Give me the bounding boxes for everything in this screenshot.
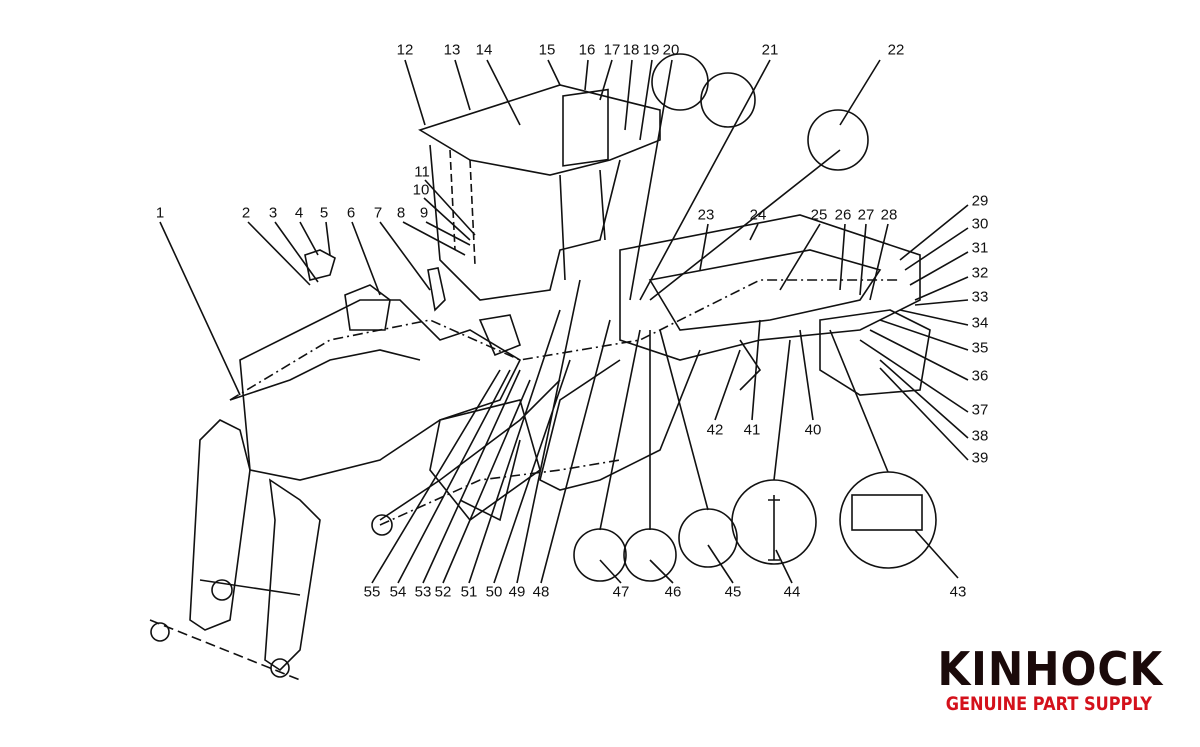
callout-label-20: 20 (662, 41, 680, 59)
callout-label-29: 29 (971, 192, 989, 210)
callout-label-14: 14 (475, 41, 493, 59)
callout-label-24: 24 (749, 206, 767, 224)
callout-label-28: 28 (880, 206, 898, 224)
callout-label-30: 30 (971, 215, 989, 233)
callout-label-45: 45 (724, 583, 742, 601)
callout-label-32: 32 (971, 264, 989, 282)
callout-label-44: 44 (783, 583, 801, 601)
callout-label-6: 6 (346, 204, 356, 222)
callout-label-52: 52 (434, 583, 452, 601)
callout-label-18: 18 (622, 41, 640, 59)
callout-label-51: 51 (460, 583, 478, 601)
callout-label-26: 26 (834, 206, 852, 224)
callout-label-46: 46 (664, 583, 682, 601)
callout-label-48: 48 (532, 583, 550, 601)
callout-label-3: 3 (268, 204, 278, 222)
callout-label-31: 31 (971, 239, 989, 257)
callout-label-34: 34 (971, 314, 989, 332)
callout-label-41: 41 (743, 421, 761, 439)
callout-label-23: 23 (697, 206, 715, 224)
callout-label-38: 38 (971, 427, 989, 445)
callout-label-5: 5 (319, 204, 329, 222)
callout-label-40: 40 (804, 421, 822, 439)
callout-label-22: 22 (887, 41, 905, 59)
callout-label-12: 12 (396, 41, 414, 59)
callout-label-33: 33 (971, 288, 989, 306)
callout-label-37: 37 (971, 401, 989, 419)
callout-label-43: 43 (949, 583, 967, 601)
callout-label-10: 10 (412, 181, 430, 199)
callout-label-11: 11 (414, 163, 430, 181)
callout-label-49: 49 (508, 583, 526, 601)
loader-line-art (149, 53, 969, 681)
callout-label-50: 50 (485, 583, 503, 601)
kinhock-logo: KINHOCK GENUINE PART SUPPLY (928, 645, 1164, 715)
callout-label-39: 39 (971, 449, 989, 467)
callout-label-27: 27 (857, 206, 875, 224)
callout-label-4: 4 (294, 204, 304, 222)
callout-label-21: 21 (761, 41, 779, 59)
callout-label-17: 17 (603, 41, 621, 59)
callout-label-55: 55 (363, 583, 381, 601)
callout-label-54: 54 (389, 583, 407, 601)
callout-label-7: 7 (373, 204, 383, 222)
callout-label-1: 1 (155, 204, 165, 222)
callout-label-53: 53 (414, 583, 432, 601)
callout-label-25: 25 (810, 206, 828, 224)
callout-label-2: 2 (241, 204, 251, 222)
callout-label-15: 15 (538, 41, 556, 59)
callout-label-42: 42 (706, 421, 724, 439)
callout-label-36: 36 (971, 367, 989, 385)
callout-label-35: 35 (971, 339, 989, 357)
logo-tagline: GENUINE PART SUPPLY (945, 693, 1152, 715)
callout-label-19: 19 (642, 41, 660, 59)
logo-brand: KINHOCK (937, 642, 1164, 696)
callout-label-47: 47 (612, 583, 630, 601)
callout-label-16: 16 (578, 41, 596, 59)
callout-label-13: 13 (443, 41, 461, 59)
callout-label-9: 9 (419, 204, 429, 222)
callout-label-8: 8 (396, 204, 406, 222)
